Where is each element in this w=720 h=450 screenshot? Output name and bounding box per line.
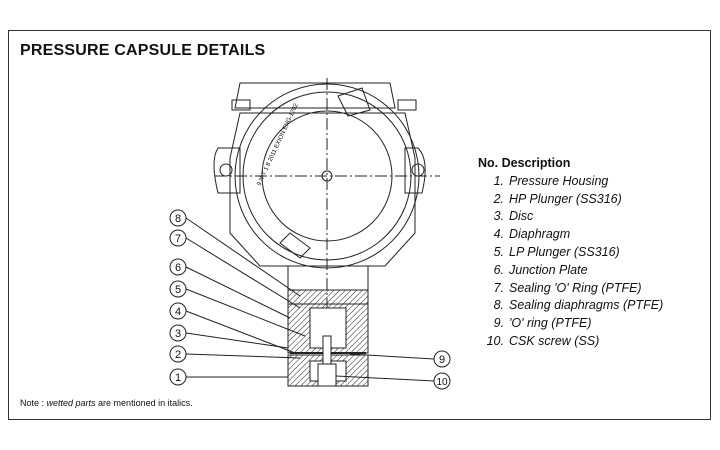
legend-header: No. Description — [478, 156, 571, 170]
callout-4 — [169, 302, 296, 354]
diagram-frame — [8, 30, 711, 420]
legend-list: 1.Pressure Housing 2.HP Plunger (SS316) … — [478, 173, 664, 351]
legend-item: 2.HP Plunger (SS316) — [493, 191, 622, 206]
plunger — [322, 335, 332, 367]
left-lug — [213, 147, 241, 194]
callout-6 — [169, 258, 291, 319]
legend-item: 6.Junction Plate — [493, 262, 588, 277]
callout-label-9: 9 — [439, 354, 445, 366]
callout-9 — [349, 350, 451, 368]
legend-item: 3.Disc — [493, 209, 534, 224]
right-lug — [404, 147, 426, 194]
callout-label-3: 3 — [175, 328, 181, 340]
callout-label-4: 4 — [175, 306, 181, 318]
neck — [287, 265, 369, 291]
callout-3 — [169, 324, 289, 349]
legend-item: 4.Diaphragm — [493, 227, 571, 242]
callout-1 — [169, 368, 288, 386]
callout-label-2: 2 — [175, 349, 181, 361]
callout-10 — [335, 372, 451, 390]
callout-7 — [169, 229, 301, 309]
legend-item: 9.'O' ring (PTFE) — [493, 316, 592, 331]
housing-body — [229, 112, 416, 267]
parts-legend: No. Description 1.Pressure Housing 2.HP … — [478, 155, 663, 351]
csk-screw — [317, 363, 337, 387]
legend-item: 5.LP Plunger (SS316) — [493, 244, 620, 259]
footnote: Note : wetted parts are mentioned in ita… — [20, 398, 193, 408]
callout-2 — [169, 345, 301, 363]
callout-label-6: 6 — [175, 262, 181, 274]
callout-label-5: 5 — [175, 284, 181, 296]
legend-item: 7.Sealing 'O' Ring (PTFE) — [493, 280, 642, 295]
callout-label-8: 8 — [175, 213, 181, 225]
callout-8 — [169, 209, 301, 297]
callout-label-10: 10 — [436, 377, 448, 388]
pressure-capsule-drawing: 9 N-T 1 8 2011 EXION ENG-1702 8 7 6 5 4 … — [169, 78, 451, 390]
page-title: PRESSURE CAPSULE DETAILS — [20, 42, 266, 59]
legend-item: 10.CSK screw (SS) — [486, 333, 600, 348]
cover-engraving: 9 N-T 1 8 2011 EXION ENG-1702 — [256, 102, 300, 187]
legend-item: 1.Pressure Housing — [493, 173, 609, 188]
callout-5 — [169, 280, 306, 337]
callout-label-1: 1 — [175, 372, 181, 384]
junction-plate — [287, 289, 369, 305]
legend-item: 8.Sealing diaphragms (PTFE) — [493, 298, 664, 313]
callout-label-7: 7 — [175, 233, 181, 245]
